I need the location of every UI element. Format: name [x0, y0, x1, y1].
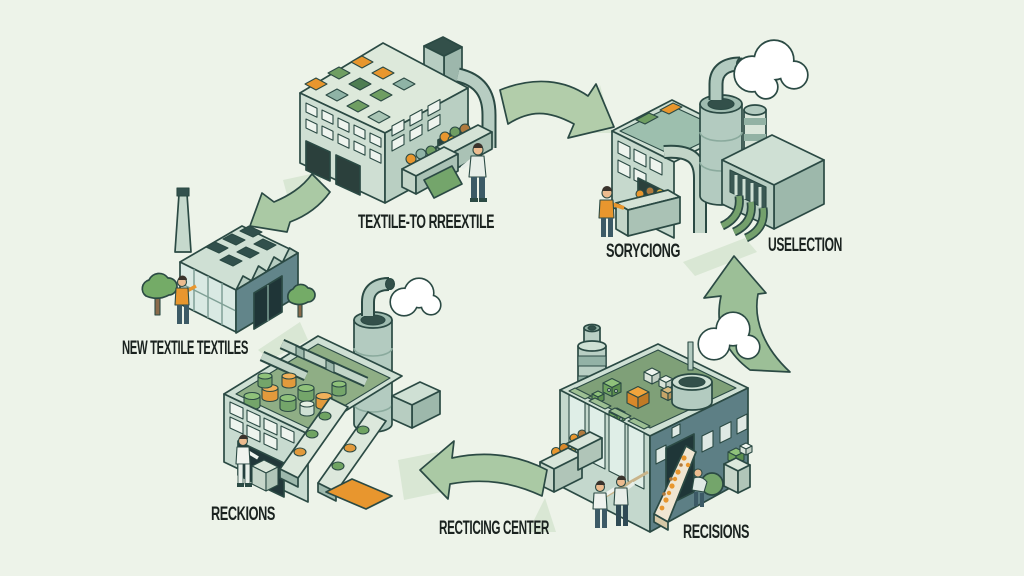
textile-to-textile-factory [299, 36, 497, 204]
crate [251, 459, 279, 492]
cube-pedestal [723, 442, 753, 494]
smoke-cloud-icon [697, 311, 761, 361]
sorting-facility [598, 56, 825, 243]
label-reckions: RECKIONS [211, 504, 275, 525]
new-textiles-factory [141, 187, 316, 334]
intake-conveyor-ramp [653, 445, 697, 531]
worker-figure [460, 143, 487, 202]
recycling-intake-building [539, 323, 753, 533]
worker-figure [613, 475, 636, 526]
orange-shirt-icon [659, 102, 683, 115]
roof-cubes [591, 367, 676, 425]
smoke-cloud-icon [389, 277, 442, 317]
arrow-left [419, 440, 548, 500]
arrow-up [703, 255, 791, 373]
arrow-top-right [499, 80, 615, 139]
yarn-spools [243, 372, 347, 417]
tree-icon [286, 283, 316, 318]
worker-figure [235, 434, 259, 487]
arrow-down-left [249, 173, 331, 233]
worker-figure [174, 275, 197, 324]
label-recisions: RECISIONS [683, 522, 749, 543]
label-new-textiles: NEW TEXTILE TEXTILES [122, 338, 248, 359]
factory-door [335, 154, 361, 196]
carried-plank [605, 470, 649, 498]
conveyor-belts [279, 397, 393, 510]
orange-spill-icon [325, 478, 393, 510]
factory-door [305, 140, 331, 182]
label-sorting: SORYCIONG [606, 241, 680, 262]
worker-with-bag [691, 468, 724, 507]
textile-bins [401, 123, 493, 199]
roof-skylights [205, 225, 277, 267]
processing-plant [223, 277, 441, 510]
green-chute-icon [423, 165, 463, 199]
label-use-selection: USELECTION [768, 235, 842, 256]
label-recycling-center: RECTICING CENTER [439, 518, 550, 539]
tree-icon [141, 272, 178, 316]
green-chutes-icon [719, 195, 768, 243]
worker-figure [598, 186, 625, 237]
smoke-cloud-icon [733, 39, 809, 100]
textile-bins [539, 429, 603, 493]
chimney-opening-icon [423, 36, 463, 57]
worker-figure [592, 480, 617, 528]
green-shirt-icon [635, 112, 659, 125]
label-textile-to-textile: TEXTILE-TO RREEXTILE [358, 212, 494, 233]
factory-windows [305, 102, 382, 164]
roof-textile-tiles [304, 55, 416, 124]
